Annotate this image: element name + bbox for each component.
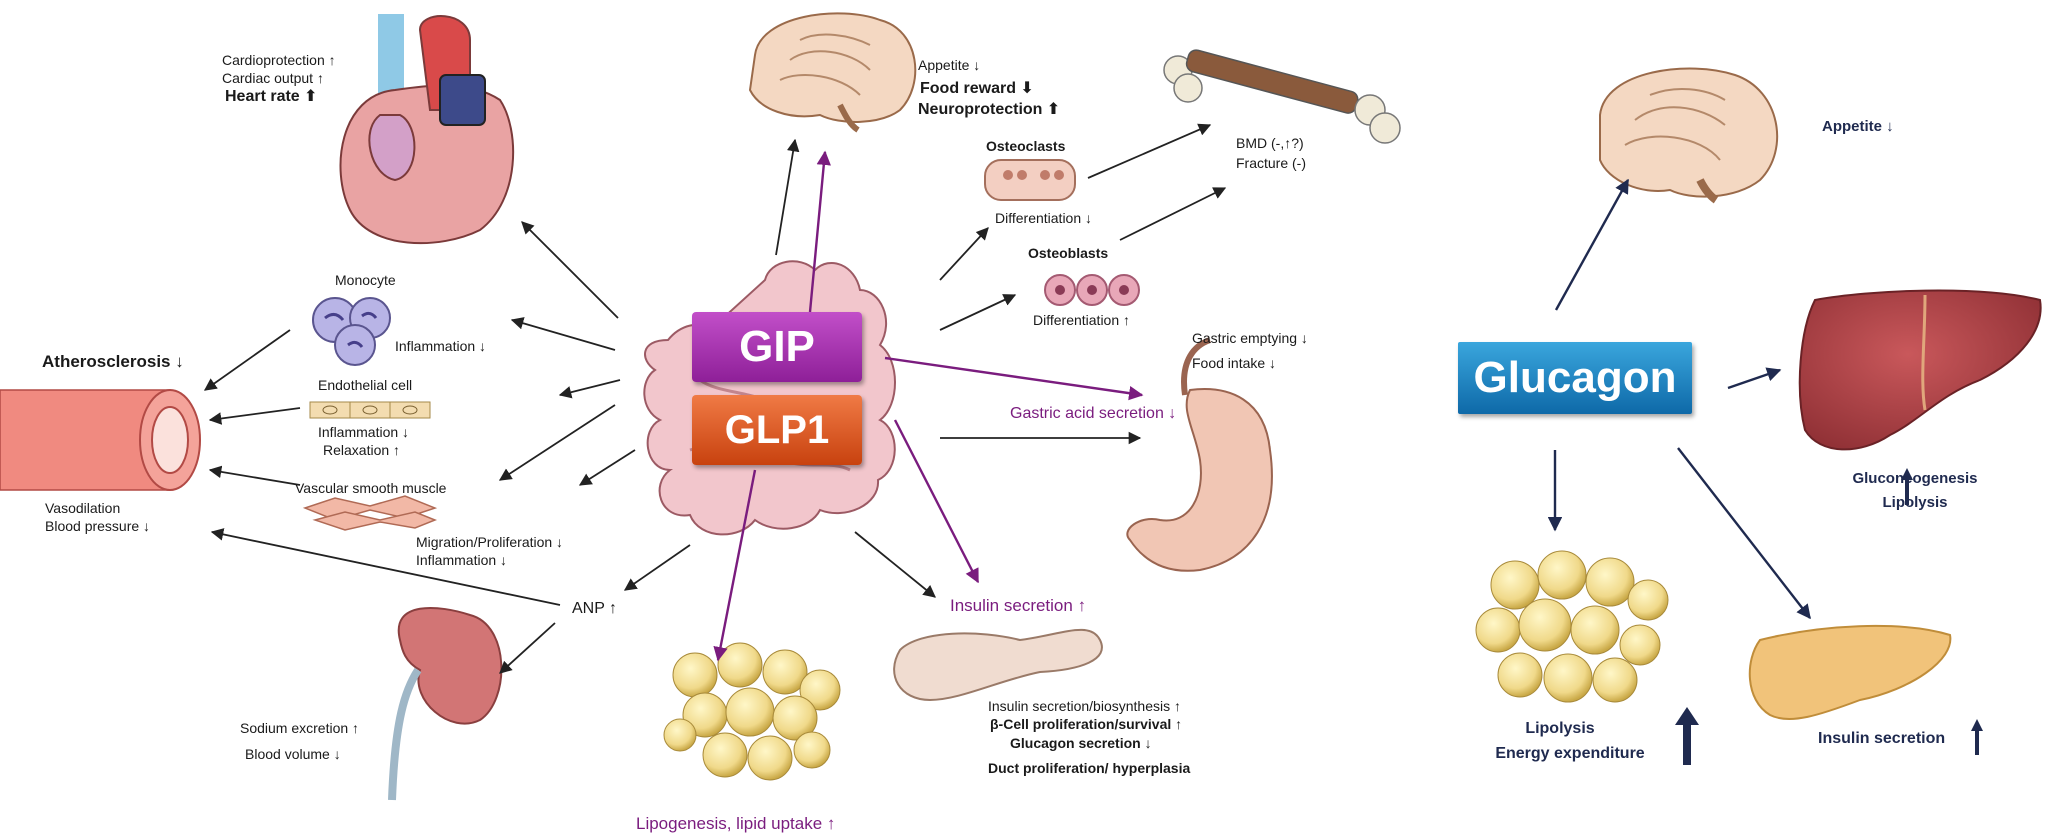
anp-label: ANP ↑ [572, 600, 618, 617]
migration-label: Migration/Proliferation ↓ [416, 534, 564, 550]
osteoclasts-label: Osteoclasts [986, 138, 1066, 154]
artery-illustration [0, 389, 201, 491]
monocyte-cells [312, 297, 391, 366]
brain-illustration [748, 12, 917, 133]
heart-cardiac-output-label: Cardiac output ↑ [222, 70, 324, 86]
pancreas-right-illustration [1748, 624, 1952, 721]
smooth-muscle-cells [302, 495, 438, 531]
gastric-emptying-label: Gastric emptying ↓ [1192, 330, 1308, 346]
brain-right-illustration [1599, 67, 1779, 204]
osteoclast-differentiation-label: Differentiation ↓ [995, 210, 1093, 226]
fracture-label: Fracture (-) [1236, 155, 1306, 171]
heart-illustration [339, 14, 515, 245]
food-reward-label: Food reward ⬇ [920, 80, 1034, 97]
gip-box: GIP [692, 312, 862, 382]
pancreas-line2-label: β-Cell proliferation/survival ↑ [990, 716, 1183, 732]
adipose-right-illustration [1475, 550, 1669, 703]
food-intake-label: Food intake ↓ [1192, 355, 1277, 371]
blood-pressure-label: Blood pressure ↓ [45, 518, 151, 534]
heart-cardioprotection-label: Cardioprotection ↑ [222, 52, 336, 68]
glucagon-lipolysis-label: Lipolysis [1525, 720, 1595, 737]
sodium-excretion-label: Sodium excretion ↑ [240, 720, 360, 736]
kidney-illustration [388, 606, 503, 801]
smooth-muscle-label: Vascular smooth muscle [295, 480, 447, 496]
brain-appetite-label: Appetite ↓ [918, 57, 981, 73]
vasodilation-label: Vasodilation [45, 500, 121, 516]
gip-arrows [713, 150, 1144, 662]
effect-arrows [203, 123, 1227, 674]
pancreas-illustration [893, 628, 1103, 702]
gluconeogenesis-label: Gluconeogenesis [1852, 470, 1978, 487]
osteoblasts-label: Osteoblasts [1028, 245, 1109, 261]
osteoclast-cells [984, 159, 1076, 201]
glucagon-arrows [1547, 178, 1811, 620]
stomach-illustration [1126, 337, 1273, 572]
endothelial-label: Endothelial cell [318, 377, 413, 393]
lipogenesis-label: Lipogenesis, lipid uptake ↑ [636, 814, 836, 833]
glucagon-insulin-label: Insulin secretion [1818, 730, 1946, 747]
glucagon-lipolysis-liver-label: Lipolysis [1882, 494, 1948, 511]
energy-expenditure-label: Energy expenditure [1495, 745, 1645, 762]
osteoblast-differentiation-label: Differentiation ↑ [1033, 312, 1131, 328]
bone-illustration [1163, 49, 1401, 144]
gastric-acid-label: Gastric acid secretion ↓ [1010, 405, 1177, 422]
endothelial-inflammation-label: Inflammation ↓ [318, 424, 410, 440]
osteoblast-cells [1044, 274, 1140, 306]
adipose-illustration [663, 642, 841, 781]
liver-illustration [1798, 289, 2042, 451]
bmd-label: BMD (-,↑?) [1236, 135, 1304, 151]
up-arrow-icons [1675, 468, 1983, 765]
neuroprotection-label: Neuroprotection ⬆ [918, 101, 1061, 118]
glucagon-box: Glucagon [1458, 342, 1692, 414]
glucagon-appetite-label: Appetite ↓ [1822, 118, 1894, 135]
glp1-box: GLP1 [692, 395, 862, 465]
atherosclerosis-label: Atherosclerosis ↓ [42, 352, 184, 371]
endothelial-cells [309, 401, 431, 419]
heart-rate-label: Heart rate ⬆ [225, 88, 318, 105]
monocyte-label: Monocyte [335, 272, 396, 288]
pancreas-line1-label: Insulin secretion/biosynthesis ↑ [988, 698, 1181, 714]
pancreas-line4-label: Duct proliferation/ hyperplasia [988, 760, 1191, 776]
monocyte-inflammation-label: Inflammation ↓ [395, 338, 487, 354]
endothelial-relaxation-label: Relaxation ↑ [323, 442, 401, 458]
blood-volume-label: Blood volume ↓ [245, 746, 341, 762]
pancreas-line3-label: Glucagon secretion ↓ [1010, 735, 1152, 751]
smooth-inflammation-label: Inflammation ↓ [416, 552, 508, 568]
insulin-secretion-gip-label: Insulin secretion ↑ [950, 596, 1087, 615]
